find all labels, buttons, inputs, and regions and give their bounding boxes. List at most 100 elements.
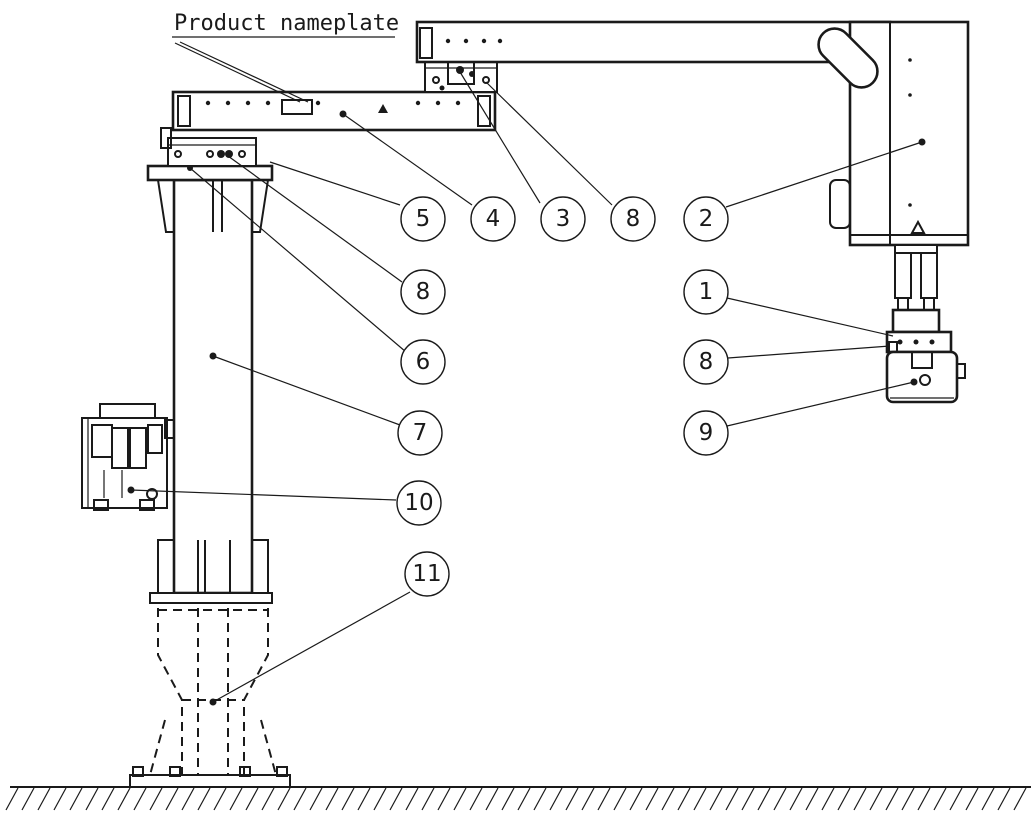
callout-8-column-text: 8: [416, 279, 431, 305]
pneumatic-unit: [81, 403, 175, 511]
ground-hatch-line: [885, 787, 899, 811]
arm-joint: [424, 57, 498, 93]
ground-hatch-line: [1013, 787, 1027, 811]
callout-10-text: 10: [404, 490, 433, 516]
ground-hatch-line: [485, 787, 499, 811]
ground-hatch-line: [421, 787, 435, 811]
callout-8-arm-text: 8: [626, 206, 641, 232]
ground-hatch-line: [613, 787, 627, 811]
callout-5: 5: [400, 196, 446, 242]
ground-hatch-line: [549, 787, 563, 811]
ground-hatch-line: [101, 787, 115, 811]
drive-housing: [817, 20, 970, 247]
ground-hatch-line: [965, 787, 979, 811]
ground-hatch-line: [405, 787, 419, 811]
lower-arm: [171, 90, 497, 132]
ground-hatch-line: [277, 787, 291, 811]
ground-hatch-line: [757, 787, 771, 811]
ground-hatch-line: [693, 787, 707, 811]
ground-hatch-line: [149, 787, 163, 811]
callout-10: 10: [396, 480, 442, 526]
ground-hatch-line: [725, 787, 739, 811]
ground-hatch-line: [901, 787, 915, 811]
rotation-flange: [885, 330, 953, 355]
ground-hatch-line: [949, 787, 963, 811]
ground-hatch-line: [501, 787, 515, 811]
ground-hatch-line: [677, 787, 691, 811]
ground-hatch-line: [805, 787, 819, 811]
ground-hatch-line: [293, 787, 307, 811]
ground-hatch-line: [325, 787, 339, 811]
callout-3-text: 3: [556, 206, 571, 232]
ground-hatch-line: [21, 787, 35, 811]
callout-4: 4: [470, 196, 516, 242]
ground-hatch-line: [565, 787, 579, 811]
base-plate: [129, 766, 291, 788]
foundation-dashed: [149, 608, 277, 776]
ground-hatch-line: [341, 787, 355, 811]
ground-hatch-line: [53, 787, 67, 811]
callout-4-text: 4: [486, 206, 501, 232]
ground-hatch-line: [133, 787, 147, 811]
ground-hatch-line: [5, 787, 19, 811]
ground-hatch-line: [373, 787, 387, 811]
callout-8-column: 8: [400, 269, 446, 315]
upper-arm: [415, 20, 892, 64]
ground-hatch-line: [117, 787, 131, 811]
ground-hatch-line: [229, 787, 243, 811]
callout-3: 3: [540, 196, 586, 242]
ground-hatch-line: [533, 787, 547, 811]
ground-hatch-line: [581, 787, 595, 811]
ground-hatch-line: [69, 787, 83, 811]
gripper: [885, 350, 966, 404]
ground-hatch-line: [181, 787, 195, 811]
ground-hatch-line: [165, 787, 179, 811]
ground-hatch-line: [661, 787, 675, 811]
callout-1: 1: [683, 269, 729, 315]
ground-hatch-line: [245, 787, 259, 811]
nameplate-label: Product nameplate: [174, 11, 399, 36]
ground-hatch-line: [197, 787, 211, 811]
callout-11: 11: [404, 551, 450, 597]
ground-hatch-line: [597, 787, 611, 811]
ground-hatch-line: [789, 787, 803, 811]
callout-8-arm: 8: [610, 196, 656, 242]
ground-hatch-line: [213, 787, 227, 811]
callout-1-text: 1: [699, 279, 714, 305]
leader-lines: [130, 36, 923, 703]
ground-hatch-line: [517, 787, 531, 811]
callout-6-text: 6: [416, 349, 431, 375]
ground-hatch-line: [709, 787, 723, 811]
slewing-unit-base: [160, 127, 257, 171]
ground-hatch-line: [389, 787, 403, 811]
ground: [5, 786, 1031, 811]
ground-hatch-line: [997, 787, 1011, 811]
callout-8-flange: 8: [683, 339, 729, 385]
ground-hatch-line: [853, 787, 867, 811]
ground-hatch-line: [837, 787, 851, 811]
ground-hatch-line: [741, 787, 755, 811]
ground-hatch-line: [981, 787, 995, 811]
callout-2-text: 2: [699, 206, 714, 232]
lift-cylinders: [891, 244, 941, 334]
ground-hatch-line: [869, 787, 883, 811]
callout-8-flange-text: 8: [699, 349, 714, 375]
ground-hatch-line: [469, 787, 483, 811]
ground-hatch-line: [917, 787, 931, 811]
ground-hatch-line: [453, 787, 467, 811]
callout-11-text: 11: [412, 561, 441, 587]
ground-hatch-line: [933, 787, 947, 811]
ground-hatch-line: [821, 787, 835, 811]
ground-hatch-line: [773, 787, 787, 811]
callout-9: 9: [683, 410, 729, 456]
callout-7: 7: [397, 410, 443, 456]
ground-hatch-line: [437, 787, 451, 811]
ground-hatch-line: [261, 787, 275, 811]
ground-hatch-line: [645, 787, 659, 811]
column: [146, 164, 274, 604]
ground-hatch-line: [37, 787, 51, 811]
callout-7-text: 7: [413, 420, 428, 446]
ground-hatch-line: [309, 787, 323, 811]
callout-5-text: 5: [416, 206, 431, 232]
